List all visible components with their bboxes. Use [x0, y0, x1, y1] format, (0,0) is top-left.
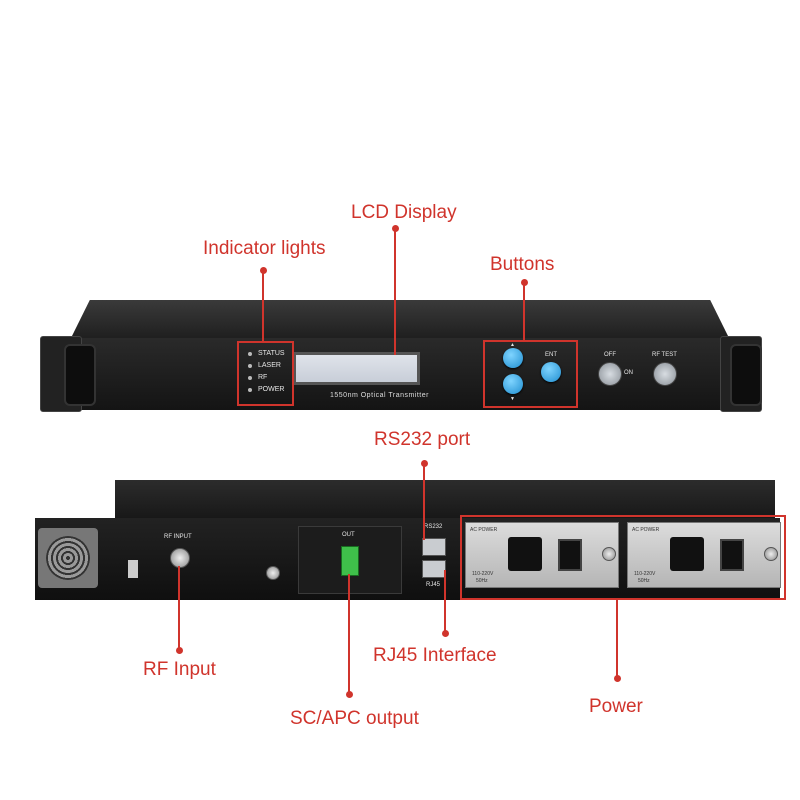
ac-inlet-1[interactable]: [508, 537, 542, 571]
led-icon: [248, 387, 252, 392]
led-icon: [248, 375, 252, 380]
callout-indicator-lights: Indicator lights: [203, 238, 326, 259]
callout-line: [262, 270, 264, 342]
led-status-label: STATUS: [258, 350, 285, 357]
callout-dot: [614, 675, 621, 682]
callout-dot: [442, 630, 449, 637]
up-button[interactable]: [503, 348, 523, 368]
power-switch-1[interactable]: [558, 539, 582, 571]
callout-dot: [346, 691, 353, 698]
power-module-2: AC POWER 110-220V 50Hz: [627, 522, 781, 588]
voltage-label-2: 110-220V: [634, 571, 656, 577]
ac-power-label-2: AC POWER: [632, 527, 660, 533]
callout-line: [348, 574, 350, 694]
led-laser-label: LASER: [258, 362, 281, 369]
callout-line: [178, 566, 180, 650]
callout-line: [394, 229, 396, 355]
led-laser: LASER: [248, 362, 281, 369]
led-power-label: POWER: [258, 386, 285, 393]
callout-rf-input: RF Input: [143, 659, 216, 680]
right-handle[interactable]: [730, 344, 762, 406]
cooling-fan: [38, 528, 98, 588]
power-switch-2[interactable]: [720, 539, 744, 571]
callout-rs232-port: RS232 port: [374, 429, 471, 450]
ground-terminal: [128, 560, 138, 578]
callout-line: [423, 463, 425, 540]
lcd-caption: 1550nm Optical Transmitter: [330, 392, 429, 399]
led-icon: [248, 363, 252, 368]
led-icon: [248, 351, 252, 356]
fan-grill-icon: [46, 536, 90, 580]
ac-inlet-2[interactable]: [670, 537, 704, 571]
down-arrow-icon: ▼: [510, 396, 515, 402]
sc-apc-output-port[interactable]: [341, 546, 359, 576]
buttons-highlight: [483, 340, 578, 408]
callout-sc-apc-output: SC/APC output: [290, 708, 419, 729]
rf-input-label: RF INPUT: [164, 534, 192, 540]
callout-line: [444, 570, 446, 633]
power-module-1: AC POWER 110-220V 50Hz: [465, 522, 619, 588]
ground-screw: [266, 566, 280, 580]
callout-dot: [392, 225, 399, 232]
psu-screw: [764, 547, 778, 561]
ent-label: ENT: [545, 352, 557, 358]
rf-test-port[interactable]: [653, 362, 677, 386]
ent-button[interactable]: [541, 362, 561, 382]
power-key-switch[interactable]: [598, 362, 622, 386]
ac-power-label-1: AC POWER: [470, 527, 498, 533]
on-label: ON: [624, 370, 633, 376]
rj45-label: RJ45: [426, 582, 441, 588]
led-power: POWER: [248, 386, 284, 393]
lcd-display: [293, 352, 420, 385]
rs232-label: RS232: [424, 524, 443, 530]
off-label: OFF: [604, 352, 616, 358]
callout-power: Power: [589, 696, 643, 717]
rf-input-connector[interactable]: [170, 548, 190, 568]
led-rf: RF: [248, 374, 267, 381]
rj45-port[interactable]: [422, 560, 446, 578]
callout-lcd-display: LCD Display: [351, 202, 457, 223]
power-highlight: [460, 515, 786, 600]
callout-dot: [176, 647, 183, 654]
callout-rj45-interface: RJ45 Interface: [373, 645, 497, 666]
psu-screw: [602, 547, 616, 561]
left-handle[interactable]: [64, 344, 96, 406]
callout-line: [616, 600, 618, 678]
callout-buttons: Buttons: [490, 254, 555, 275]
out-label: OUT: [342, 532, 355, 538]
rf-test-label: RF TEST: [652, 352, 677, 358]
freq-label-2: 50Hz: [638, 578, 650, 584]
indicator-lights-highlight: [237, 341, 294, 406]
led-rf-label: RF: [258, 374, 268, 381]
callout-line: [523, 282, 525, 342]
voltage-label-1: 110-220V: [472, 571, 494, 577]
down-button[interactable]: [503, 374, 523, 394]
rs232-port[interactable]: [422, 538, 446, 556]
led-status: STATUS: [248, 350, 285, 357]
front-chassis-top: [70, 300, 730, 340]
up-arrow-icon: ▲: [510, 342, 515, 348]
freq-label-1: 50Hz: [476, 578, 488, 584]
